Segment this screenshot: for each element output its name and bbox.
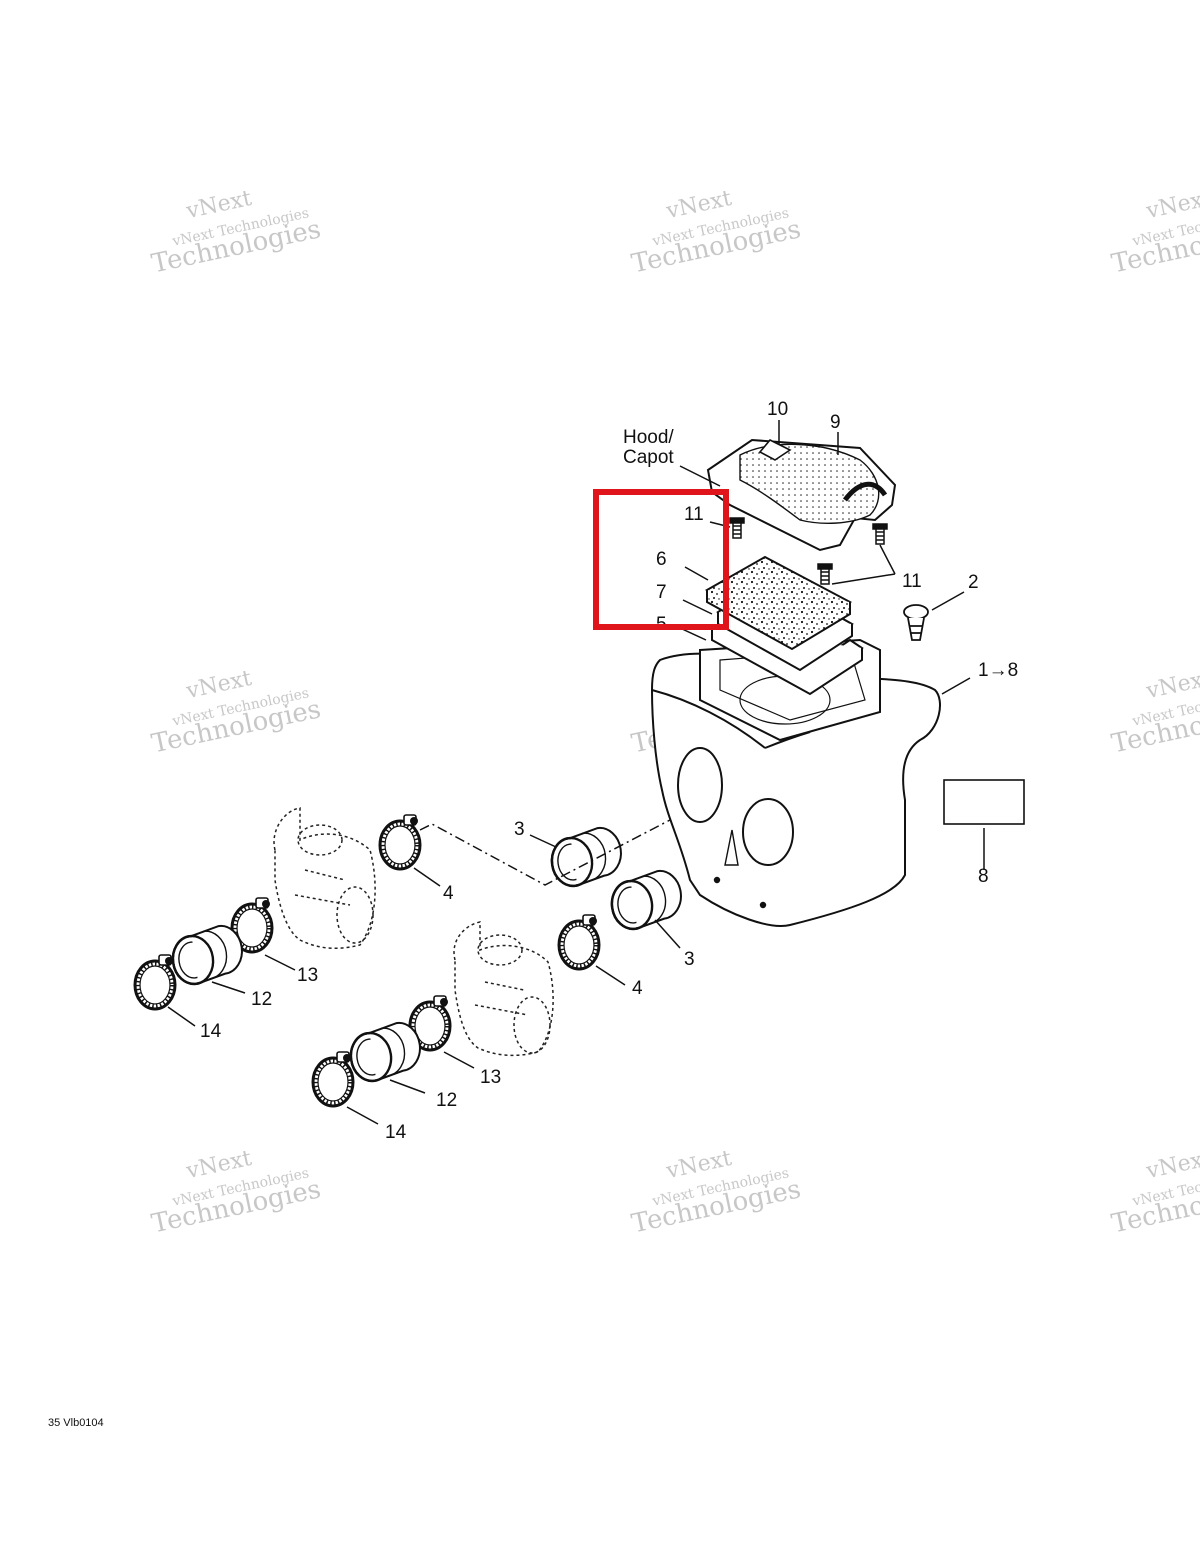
callout-8: 8 [978,866,989,887]
callout-12b: 12 [436,1090,457,1111]
adaptor-3-lower[interactable] [606,867,687,933]
callout-7: 7 [656,582,667,603]
callout-13a: 13 [297,965,318,986]
callout-1-to-8: 1→8 [978,660,1018,681]
carburetor-lower[interactable] [453,921,554,1057]
screw-11-bottom[interactable] [817,563,833,585]
screw-11-right[interactable] [872,523,888,545]
callout-6: 6 [656,549,667,570]
callout-13b: 13 [480,1067,501,1088]
callout-9: 9 [830,412,841,433]
callout-14a: 14 [200,1021,222,1042]
callouts: Hood/ Capot 10 9 11 6 7 5 11 2 1→8 8 3 3… [200,399,1018,1143]
callout-10: 10 [767,399,788,420]
callout-14b: 14 [385,1122,407,1143]
clamp-14-upper[interactable] [135,955,175,1009]
carburetor-upper[interactable] [273,807,376,950]
callout-3b: 3 [684,949,695,970]
callout-12a: 12 [251,989,272,1010]
assembly-line [419,819,671,886]
highlight-box [593,489,729,630]
foam-filter-6[interactable] [704,555,853,651]
sleeve-12-upper[interactable] [167,922,248,988]
callout-4b: 4 [632,978,643,999]
callout-11a: 11 [684,504,704,525]
hood-label-line2: Capot [623,447,674,468]
clamp-4-upper[interactable] [380,815,420,869]
clamp-14-lower[interactable] [313,1052,353,1106]
callout-2: 2 [968,572,979,593]
leader-lines [167,420,985,1125]
sleeve-12-lower[interactable] [345,1019,426,1085]
figure-code: 35 Vlb0104 [48,1417,104,1429]
hood-cover[interactable] [706,438,897,552]
callout-11b: 11 [902,571,922,592]
hood-label-line1: Hood/ [623,427,674,448]
watermark-line1: vNext [1143,666,1200,704]
watermark-line1: vNext [1143,1146,1200,1184]
label-decal-8[interactable] [943,779,1025,825]
callout-4a: 4 [443,883,454,904]
push-rivet-2[interactable] [903,604,929,641]
adaptor-3-upper[interactable] [546,824,627,890]
screw-11-left[interactable] [729,517,745,539]
callout-3a: 3 [514,819,525,840]
clamp-4-lower[interactable] [559,915,599,969]
watermark-line1: vNext [1143,186,1200,224]
